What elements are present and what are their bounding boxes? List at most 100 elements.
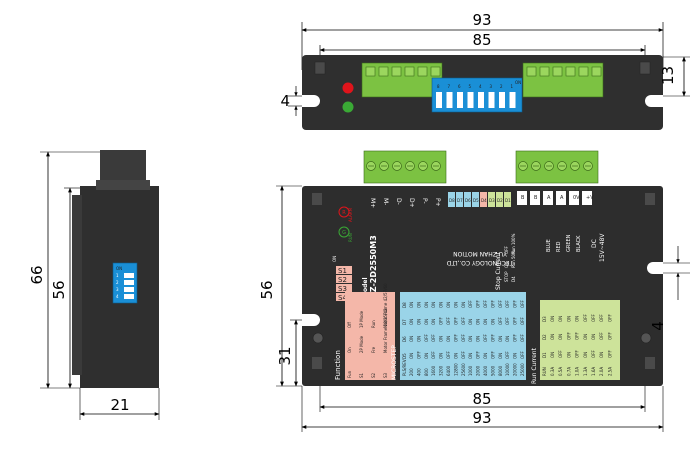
dim-label-56-side: 56 [50, 280, 68, 299]
terminal-screw [378, 66, 389, 77]
pin-label: 0V [573, 195, 580, 201]
company-block: YU ZHAN MOTION TECHNOLOGY CO.,LTD [446, 250, 514, 266]
run-current-cell: ON [550, 316, 555, 322]
pin-label: M- [382, 198, 389, 205]
stop-current-cell: OFF [504, 246, 509, 254]
microstep-cell: ON [431, 319, 436, 325]
microstep-cell: ON [446, 336, 451, 342]
switch-label-bg [336, 284, 352, 292]
switch-label: S3 [338, 285, 347, 293]
dip-toggle[interactable] [509, 92, 516, 108]
stop-current-cell: D4 [511, 276, 516, 282]
dip-indicator [488, 192, 495, 207]
switch-label: S1 [338, 267, 347, 275]
run-current-cell: ON [575, 316, 580, 322]
dip-number: 1 [116, 273, 119, 278]
function-cell: Fre [371, 346, 376, 353]
microstep-cell: OFF [431, 334, 436, 342]
dip-number: 1 [511, 84, 514, 89]
pin-label: B [521, 195, 525, 201]
run-current-header: D3 [542, 316, 547, 322]
dip-toggle[interactable] [124, 273, 134, 278]
microstep-cell: ON [468, 353, 473, 359]
microstep-cell: ON [409, 353, 414, 359]
run-current-table: RUND1D2D30.3AONONON0.5AOFFONON0.7AONOFFO… [531, 300, 620, 384]
microstep-cell: ON [416, 302, 421, 308]
function-cell: Motor Frame 28/35/42 [383, 308, 388, 353]
pin-label: P+ [434, 198, 441, 207]
pin-label: P- [421, 198, 428, 204]
dip-number: 4 [116, 294, 119, 299]
microstep-cell: 10000 [505, 363, 510, 376]
dip-indicator-label: D6 [465, 198, 471, 203]
microstep-cell: ON [431, 302, 436, 308]
run-current-cell: ON [558, 334, 563, 340]
microstep-cell: 2000 [476, 365, 481, 376]
dip-toggle[interactable] [124, 287, 134, 292]
dip-indicator-label: D2 [497, 198, 503, 203]
microstep-cell: OFF [513, 300, 518, 308]
microstep-cell: 25600 [461, 363, 466, 376]
top-right-slot [645, 95, 663, 107]
dip-indicator [472, 192, 479, 207]
microstep-cell: ON [453, 302, 458, 308]
dip-toggle[interactable] [124, 294, 134, 299]
stop-current-cell: ON [504, 262, 509, 268]
stop-current-cell: Run 50% [511, 250, 516, 268]
wire-label: BLUE [546, 239, 552, 252]
dip-toggle[interactable] [467, 92, 474, 108]
terminal-screw [539, 66, 550, 77]
function-cell: S3 [383, 372, 388, 378]
dip-toggle[interactable] [457, 92, 463, 108]
microstep-cell: ON [424, 353, 429, 359]
microstep-cell: OFF [520, 300, 525, 308]
dip-indicator-label: D1 [505, 198, 511, 203]
dim-label-4-front: 4 [649, 321, 667, 331]
dip-toggle[interactable] [499, 92, 505, 108]
top-right-terminal [522, 62, 604, 98]
wire-label: BLACK [576, 235, 582, 252]
run-current-header: RUN [542, 367, 547, 376]
microstep-cell: OFF [439, 317, 444, 325]
dip-indicator [448, 192, 455, 207]
microstep-cell: OFF [490, 300, 495, 308]
stop-current-title: Stop Current [495, 251, 502, 290]
dip-toggle[interactable] [446, 92, 453, 108]
microstep-cell: OFF [505, 300, 510, 308]
microstep-cell: 3200 [439, 365, 444, 376]
microstep-cell: OFF [476, 351, 481, 359]
switch-label: S4 [338, 294, 347, 302]
pin-label: +V [586, 195, 594, 201]
led-label-g: G [342, 230, 346, 236]
front-left-terminal [363, 150, 447, 184]
microstep-table: PLS/REVD5D6D7D8200ONONONON400OFFONONON80… [391, 292, 526, 380]
microstep-cell: ON [409, 319, 414, 325]
wire-label: RED [556, 241, 562, 252]
microstep-header: D8 [402, 302, 407, 308]
dc-voltage: 15V~48V [599, 233, 606, 262]
top-left-slot [302, 95, 320, 107]
company-line1: YU ZHAN MOTION [453, 250, 508, 257]
function-cell: S2 [371, 372, 376, 378]
dip-number: 7 [448, 84, 451, 89]
microstep-cell: OFF [498, 317, 503, 325]
microstep-cell: ON [416, 319, 421, 325]
pin-labels-left: M+M-D-D+P-P+ [369, 198, 441, 208]
switch-label-bg [336, 266, 352, 274]
pin-box [582, 191, 592, 205]
dip-toggle[interactable] [436, 92, 442, 108]
dip-toggle[interactable] [478, 92, 484, 108]
top-green-led [342, 101, 354, 113]
microstep-cell: OFF [490, 334, 495, 342]
microstep-cell: 8000 [498, 365, 503, 376]
model-number: YZ-2D2550M3 [369, 235, 378, 299]
dip-toggle[interactable] [124, 280, 134, 285]
dip-indicator [504, 192, 511, 207]
run-current-cell: 1.6A [591, 367, 596, 376]
dip-toggle[interactable] [488, 92, 495, 108]
microstep-cell: ON [490, 319, 495, 325]
